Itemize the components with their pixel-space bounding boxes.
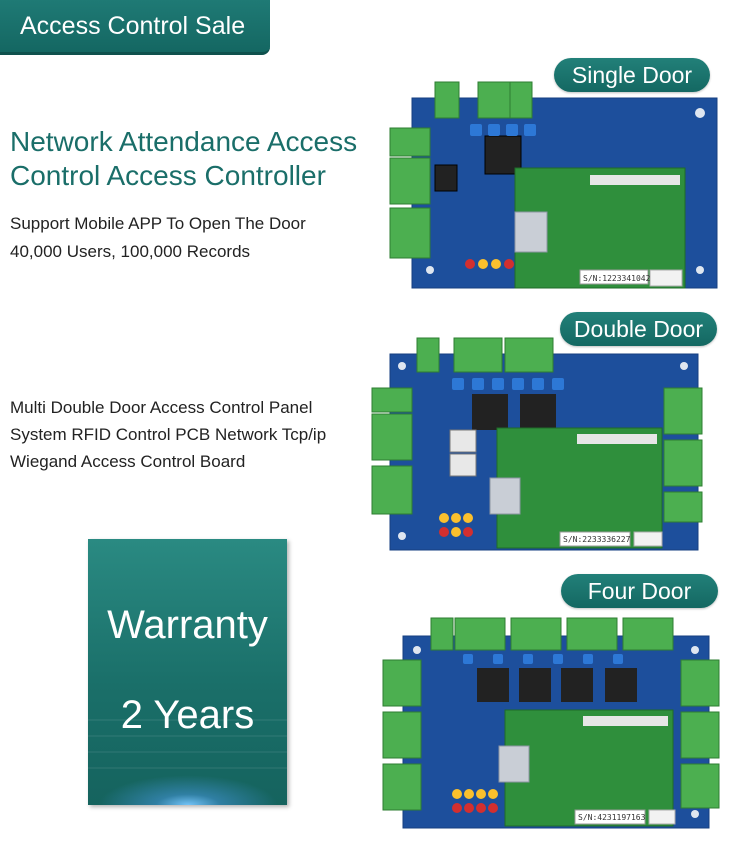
single-door-board-image: S/N:1223341042	[389, 81, 718, 289]
variant-label: Four Door	[587, 578, 692, 604]
warranty-title: Warranty	[107, 603, 268, 647]
variant-double-door-label: Double Door	[560, 312, 717, 346]
four-door-board-image: S/N:4231197163	[382, 617, 720, 829]
variant-four-door-label: Four Door	[561, 574, 718, 608]
product-description: Multi Double Door Access Control Panel S…	[10, 394, 390, 475]
warranty-duration: 2 Years	[120, 693, 255, 737]
warranty-card: Warranty 2 Years	[88, 539, 287, 805]
product-title-line: Control Access Controller	[10, 160, 326, 191]
serial-label: S/N:1223341042	[583, 274, 651, 283]
variant-label: Single Door	[571, 62, 693, 88]
description-line: Wiegand Access Control Board	[10, 452, 246, 471]
warranty-glow	[98, 775, 278, 805]
variant-single-door-label: Single Door	[554, 58, 710, 92]
sale-banner-label: Access Control Sale	[20, 12, 246, 40]
feature-line: 40,000 Users, 100,000 Records	[10, 242, 251, 261]
serial-label: S/N:4231197163	[578, 813, 646, 822]
serial-label: S/N:2233336227	[563, 535, 631, 544]
product-title: Network Attendance Access Control Access…	[10, 125, 390, 193]
variant-label: Double Door	[573, 316, 704, 342]
feature-list: Support Mobile APP To Open The Door 40,0…	[10, 210, 390, 266]
double-door-board-image: S/N:2233336227	[371, 337, 703, 551]
product-title-line: Network Attendance Access	[10, 126, 358, 157]
description-line: System RFID Control PCB Network Tcp/ip	[10, 425, 327, 444]
description-line: Multi Double Door Access Control Panel	[10, 398, 313, 417]
sale-banner: Access Control Sale	[0, 0, 270, 55]
feature-line: Support Mobile APP To Open The Door	[10, 214, 306, 233]
